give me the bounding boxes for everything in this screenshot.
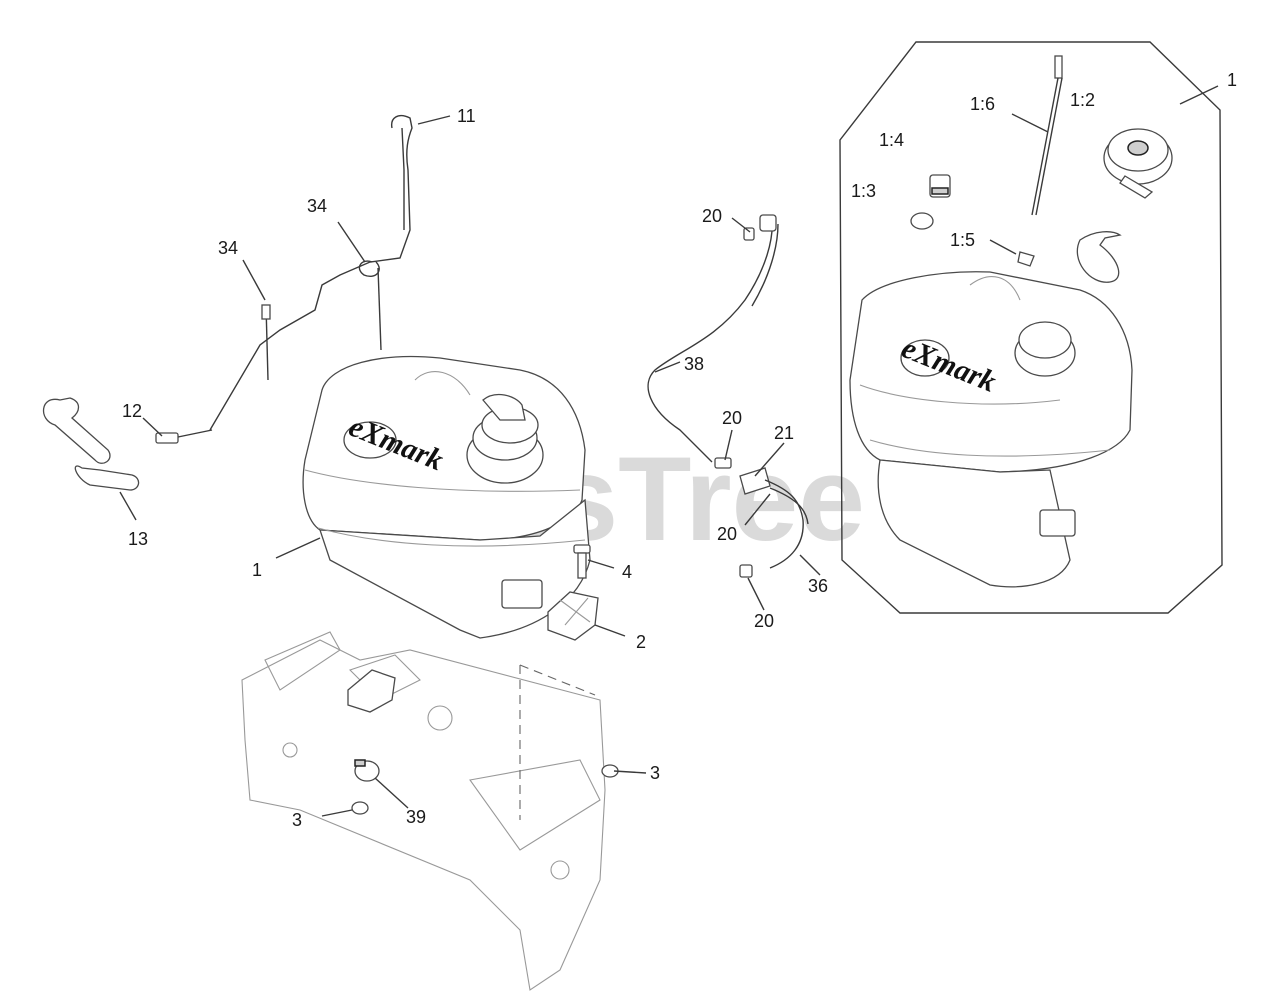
callout-20-mid: 20 bbox=[722, 408, 742, 428]
fuel-cap bbox=[1103, 128, 1173, 199]
callout-38: 38 bbox=[684, 354, 704, 374]
callout-3-right: 3 bbox=[650, 763, 660, 783]
fuel-line-assembly bbox=[647, 214, 809, 578]
callout-13: 13 bbox=[128, 529, 148, 549]
callout-36: 36 bbox=[808, 576, 828, 596]
cap-tether-gasket bbox=[1076, 231, 1122, 283]
callout-21: 21 bbox=[774, 423, 794, 443]
flange-nut-left bbox=[351, 801, 369, 815]
callout-20-bottom: 20 bbox=[754, 611, 774, 631]
hose-elbow bbox=[42, 397, 140, 491]
main-fuel-tank bbox=[302, 355, 591, 639]
vent-hose-assembly bbox=[209, 114, 413, 431]
callout-34: 34 bbox=[307, 196, 327, 216]
callout-1-tank: 1 bbox=[252, 560, 262, 580]
kit-logo-badge bbox=[900, 339, 950, 377]
callout-1-2: 1:2 bbox=[1070, 90, 1095, 110]
mounting-frame bbox=[241, 631, 606, 991]
callout-39: 39 bbox=[406, 807, 426, 827]
vent-fitting bbox=[929, 174, 951, 198]
callout-3-left: 3 bbox=[292, 810, 302, 830]
callout-20-top: 20 bbox=[702, 206, 722, 226]
callout-1-3: 1:3 bbox=[851, 181, 876, 201]
callout-12: 12 bbox=[122, 401, 142, 421]
callout-1-6: 1:6 bbox=[970, 94, 995, 114]
main-logo-badge bbox=[343, 421, 397, 459]
grommet bbox=[910, 212, 934, 230]
kit-fuel-tank bbox=[849, 271, 1133, 588]
callout-20-lower: 20 bbox=[717, 524, 737, 544]
callout-34-second: 34 bbox=[218, 238, 238, 258]
callout-1-4: 1:4 bbox=[879, 130, 904, 150]
fuel-valve-plug bbox=[1017, 251, 1035, 267]
callout-11: 11 bbox=[457, 106, 476, 126]
callout-2: 2 bbox=[636, 632, 646, 652]
dipstick bbox=[1031, 55, 1063, 216]
bolt bbox=[573, 544, 591, 579]
callout-4: 4 bbox=[622, 562, 632, 582]
hose-connector bbox=[155, 429, 213, 444]
callout-1-kit: 1 bbox=[1227, 70, 1237, 90]
callout-1-5: 1:5 bbox=[950, 230, 975, 250]
hose-clamp bbox=[354, 759, 380, 782]
kit-outline bbox=[839, 41, 1223, 614]
